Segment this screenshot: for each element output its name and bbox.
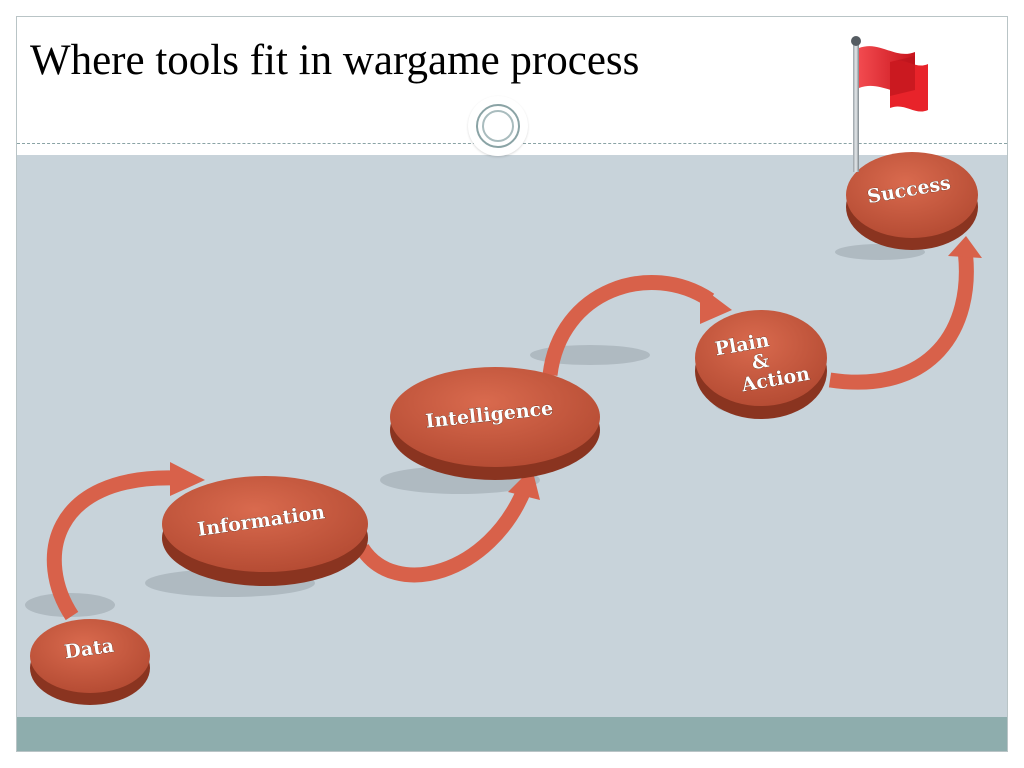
red-flag-icon [851, 36, 928, 172]
step-plain-label-line2: & [750, 350, 771, 375]
arrowhead-3 [700, 286, 732, 324]
arrow-data-to-information [46, 470, 176, 621]
step-data: Data [30, 619, 150, 705]
arrowhead-1 [170, 462, 205, 496]
divider-ornament-icon [468, 96, 528, 156]
arrow-intelligence-to-plain [542, 275, 715, 377]
bottom-band [17, 717, 1007, 751]
step-information: Information [162, 476, 368, 586]
arrow-information-to-intelligence [355, 485, 532, 583]
flow-arrows [46, 249, 974, 621]
arrowhead-4 [948, 236, 982, 258]
step-success: Success [846, 152, 978, 250]
step-plain-action: Plain & Action [695, 310, 827, 419]
slide-title: Where tools fit in wargame process [30, 37, 640, 84]
step-intelligence: Intelligence [390, 367, 600, 480]
arrow-plain-to-success [828, 249, 974, 390]
